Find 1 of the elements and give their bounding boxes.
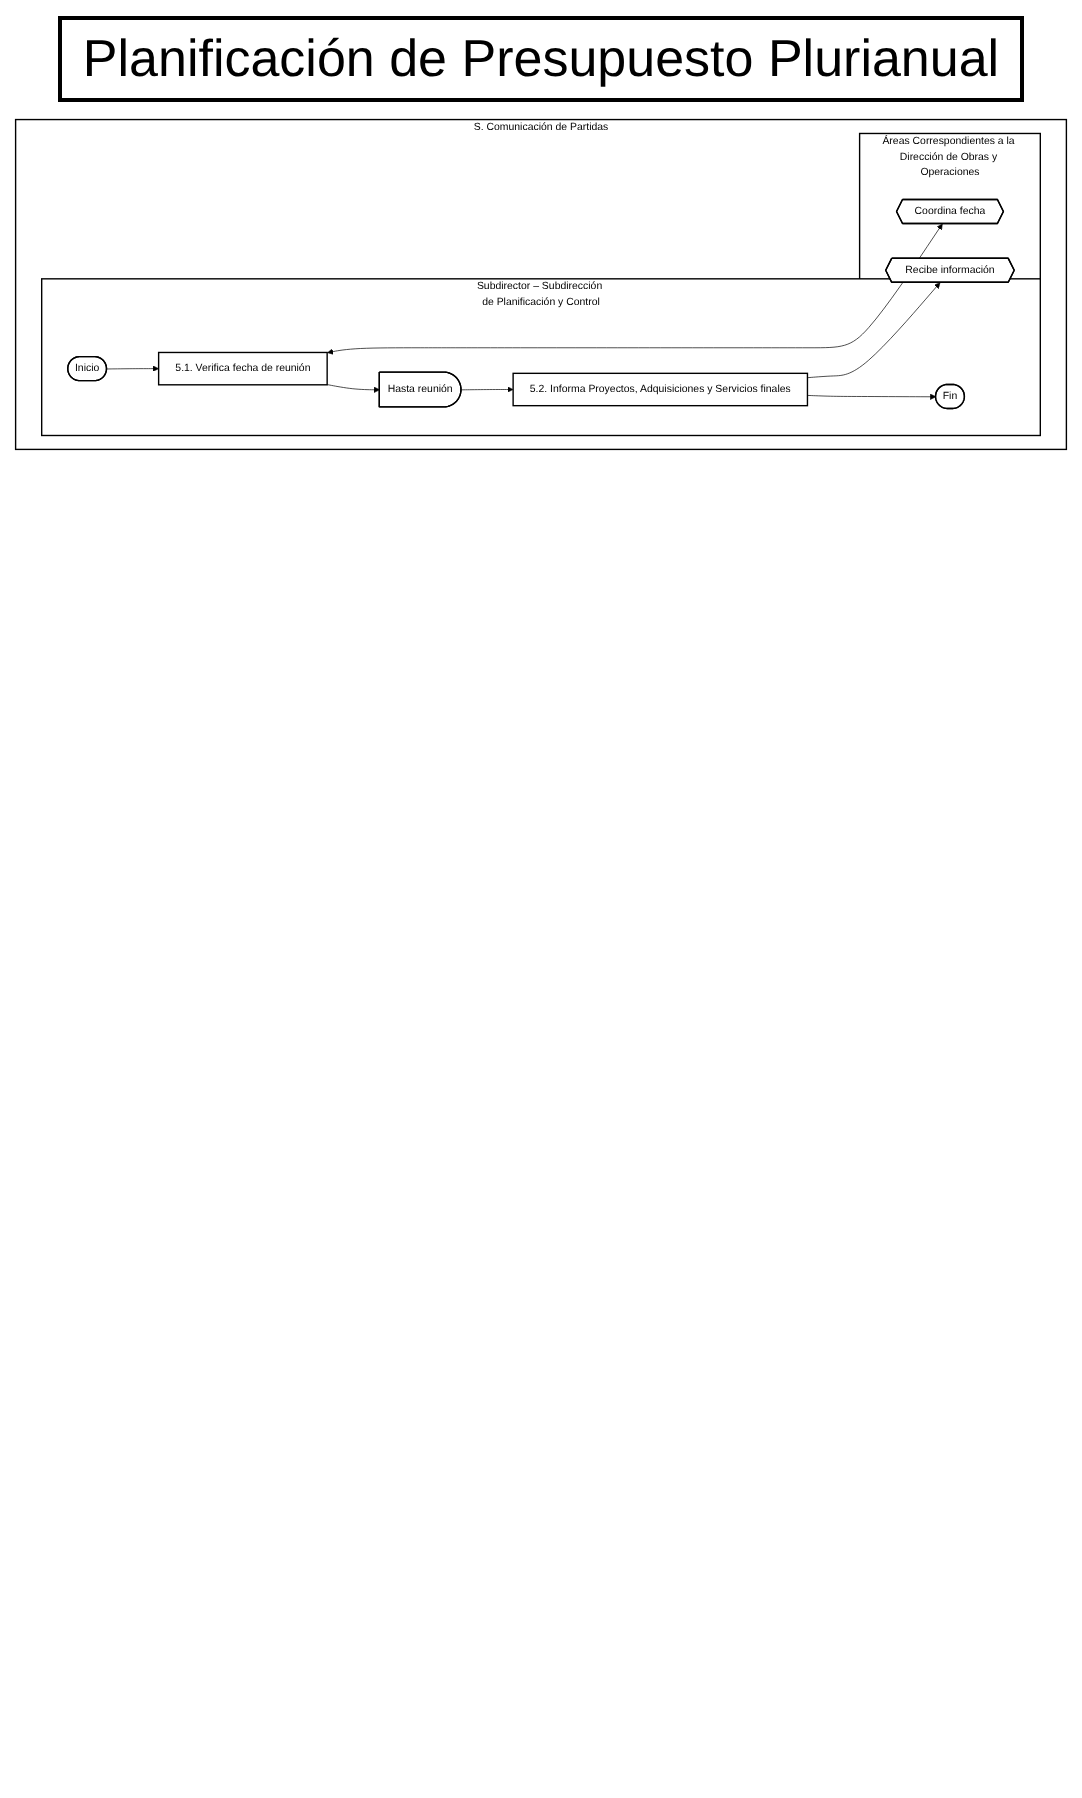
diagram-title: Planificación de Presupuesto Plurianual	[58, 16, 1024, 102]
